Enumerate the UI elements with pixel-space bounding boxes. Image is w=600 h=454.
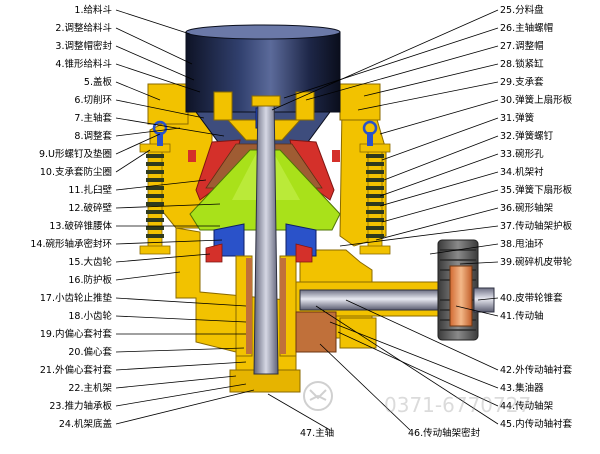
left-label-10: 10.支承套防尘圈 (40, 166, 112, 178)
left-label-5: 5.盖板 (84, 76, 113, 88)
watermark: 0371-6770727 (303, 381, 531, 417)
bottom-labels: 47.主轴 46.传动轴架密封 (300, 427, 481, 439)
right-spring (359, 143, 391, 255)
right-label-31: 31.弹簧 (500, 112, 535, 124)
left-leader-lines (115, 9, 255, 425)
main-shaft (251, 95, 281, 375)
right-label-37: 37.传动轴架护板 (500, 220, 573, 232)
left-label-7: 7.主轴套 (74, 112, 112, 124)
label-47: 47.主轴 (300, 427, 334, 439)
right-label-41: 41.传动轴 (500, 310, 544, 322)
drive-pulley (437, 239, 495, 341)
left-label-19: 19.内偏心套衬套 (40, 328, 113, 340)
right-label-32: 32.弹簧螺钉 (500, 130, 554, 142)
left-label-15: 15.大齿轮 (68, 256, 112, 268)
right-label-29: 29.支承套 (500, 76, 544, 88)
left-label-18: 18.小齿轮 (68, 310, 112, 322)
right-label-45: 45.内传动轴衬套 (500, 418, 573, 430)
left-label-13: 13.破碎锥腰体 (49, 220, 112, 232)
right-label-42: 42.外传动轴衬套 (500, 364, 573, 376)
left-label-11: 11.扎臼壁 (68, 184, 112, 196)
left-label-4: 4.锥形给料斗 (55, 58, 112, 70)
right-label-27: 27.调整帽 (500, 40, 544, 52)
left-label-20: 20.偏心套 (68, 346, 112, 358)
right-label-25: 25.分料盘 (500, 4, 544, 16)
left-label-17: 17.小齿轮止推垫 (40, 292, 113, 304)
right-label-38: 38.甩油环 (500, 238, 544, 250)
left-label-1: 1.给料斗 (74, 4, 112, 16)
left-label-14: 14.碗形轴承密封环 (30, 238, 112, 250)
left-labels: 1.给料斗 2.调整给料斗 3.调整帽密封 4.锥形给料斗 5.盖板 6.切削环 7.主轴套… (30, 4, 112, 430)
left-label-23: 23.推力轴承板 (49, 400, 112, 412)
left-label-2: 2.调整给料斗 (55, 22, 112, 34)
bottom-leader-lines (267, 343, 411, 431)
left-label-12: 12.破碎壁 (68, 202, 112, 214)
left-label-22: 22.主机架 (68, 382, 112, 394)
left-label-6: 6.切削环 (74, 94, 112, 106)
left-label-8: 8.调整套 (74, 130, 112, 142)
left-label-3: 3.调整帽密封 (55, 40, 112, 52)
right-label-34: 34.机架衬 (500, 166, 544, 178)
right-label-33: 33.碗形孔 (500, 148, 544, 160)
right-label-26: 26.主轴螺帽 (500, 22, 553, 34)
right-leader-lines (271, 9, 499, 425)
left-spring (139, 143, 171, 255)
right-label-43: 43.集油器 (500, 382, 544, 394)
drive-shaft-assembly (295, 281, 471, 353)
left-label-16: 16.防护板 (68, 274, 112, 286)
right-label-30: 30.弹簧上扇形板 (500, 94, 573, 106)
right-label-39: 39.碗碎机皮带轮 (500, 256, 573, 268)
right-label-36: 36.碗形轴架 (500, 202, 554, 214)
right-label-40: 40.皮带轮锥套 (500, 292, 563, 304)
right-label-28: 28.锁紧缸 (500, 58, 544, 70)
left-label-21: 21.外偏心套衬套 (40, 364, 113, 376)
right-label-35: 35.弹簧下扇形板 (500, 184, 573, 196)
right-labels: 25.分料盘 26.主轴螺帽 27.调整帽 28.锁紧缸 29.支承套 30.弹簧上扇形板… (500, 4, 573, 430)
watermark-text: 0371-6770727 (384, 393, 531, 417)
left-label-9: 9.U形螺钉及垫圈 (39, 148, 112, 160)
right-label-44: 44.传动轴架 (500, 400, 554, 412)
label-46: 46.传动轴架密封 (408, 427, 481, 439)
left-label-24: 24.机架底盖 (59, 418, 113, 430)
